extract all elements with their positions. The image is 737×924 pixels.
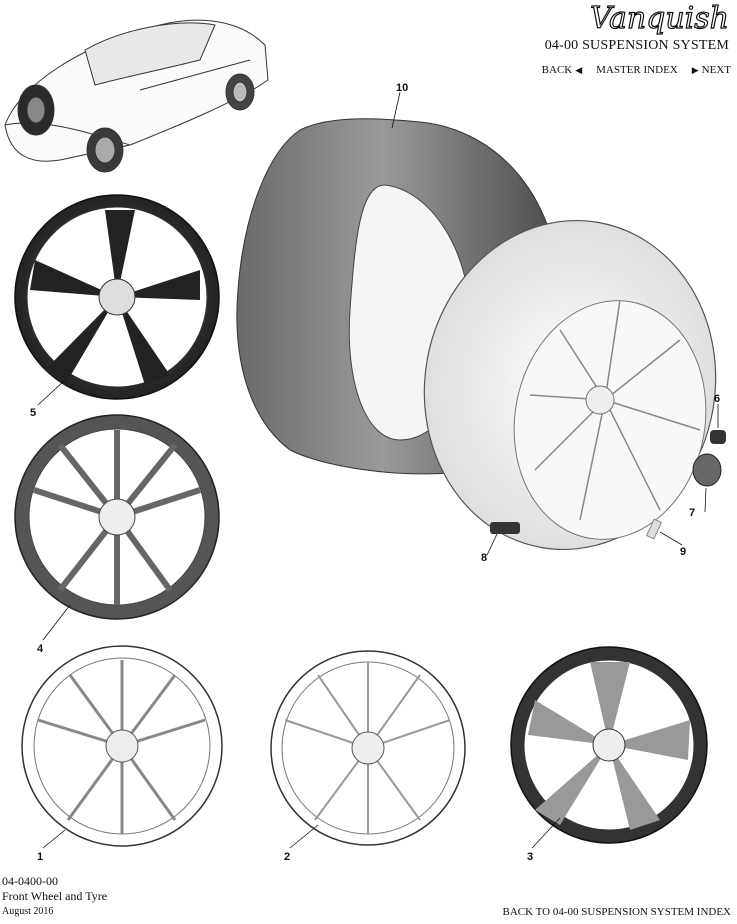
next-link[interactable]: ▶ NEXT (692, 64, 731, 76)
footer-info: 04-0400-00 Front Wheel and Tyre August 2… (2, 874, 107, 918)
car-locator-illustration (4, 19, 269, 173)
wheel-option-4 (14, 414, 220, 620)
callout-8: 8 (481, 552, 487, 564)
back-label: BACK (541, 64, 573, 76)
rim-exploded (423, 219, 717, 551)
wheel-option-3 (510, 646, 708, 844)
part-name: Front Wheel and Tyre (2, 889, 108, 904)
tpms-sensor (490, 522, 520, 534)
nav-bar: BACK ◀ MASTER INDEX ▶ NEXT (542, 64, 731, 76)
next-label: NEXT (701, 64, 731, 76)
wheel-option-2 (270, 650, 466, 846)
leader-lines (37, 91, 719, 849)
publication-date: August 2016 (2, 906, 54, 917)
master-index-link[interactable]: MASTER INDEX (596, 64, 678, 76)
callout-7: 7 (689, 507, 695, 519)
back-link[interactable]: BACK ◀ (542, 64, 582, 76)
callout-2: 2 (284, 851, 290, 863)
brand-logo: Vanquish (589, 2, 729, 36)
wheel-nut-cap (710, 430, 726, 444)
part-number: 04-0400-00 (2, 873, 58, 888)
wheel-option-5 (14, 194, 220, 400)
callout-5: 5 (30, 407, 36, 419)
back-to-index-link[interactable]: BACK TO 04-00 SUSPENSION SYSTEM INDEX (502, 906, 731, 918)
callout-3: 3 (527, 851, 533, 863)
centre-badge (692, 453, 722, 487)
brand-logo-text: Vanquish (590, 2, 729, 36)
valve-stem (645, 518, 663, 540)
section-title: 04-00 SUSPENSION SYSTEM (544, 38, 729, 53)
callout-4: 4 (37, 643, 44, 655)
callout-9: 9 (680, 546, 686, 558)
callout-1: 1 (37, 851, 43, 863)
wheel-option-1 (21, 645, 223, 847)
right-arrow-icon: ▶ (691, 64, 699, 75)
callout-10: 10 (396, 82, 408, 94)
left-arrow-icon: ◀ (575, 64, 583, 75)
callout-6: 6 (714, 393, 720, 405)
